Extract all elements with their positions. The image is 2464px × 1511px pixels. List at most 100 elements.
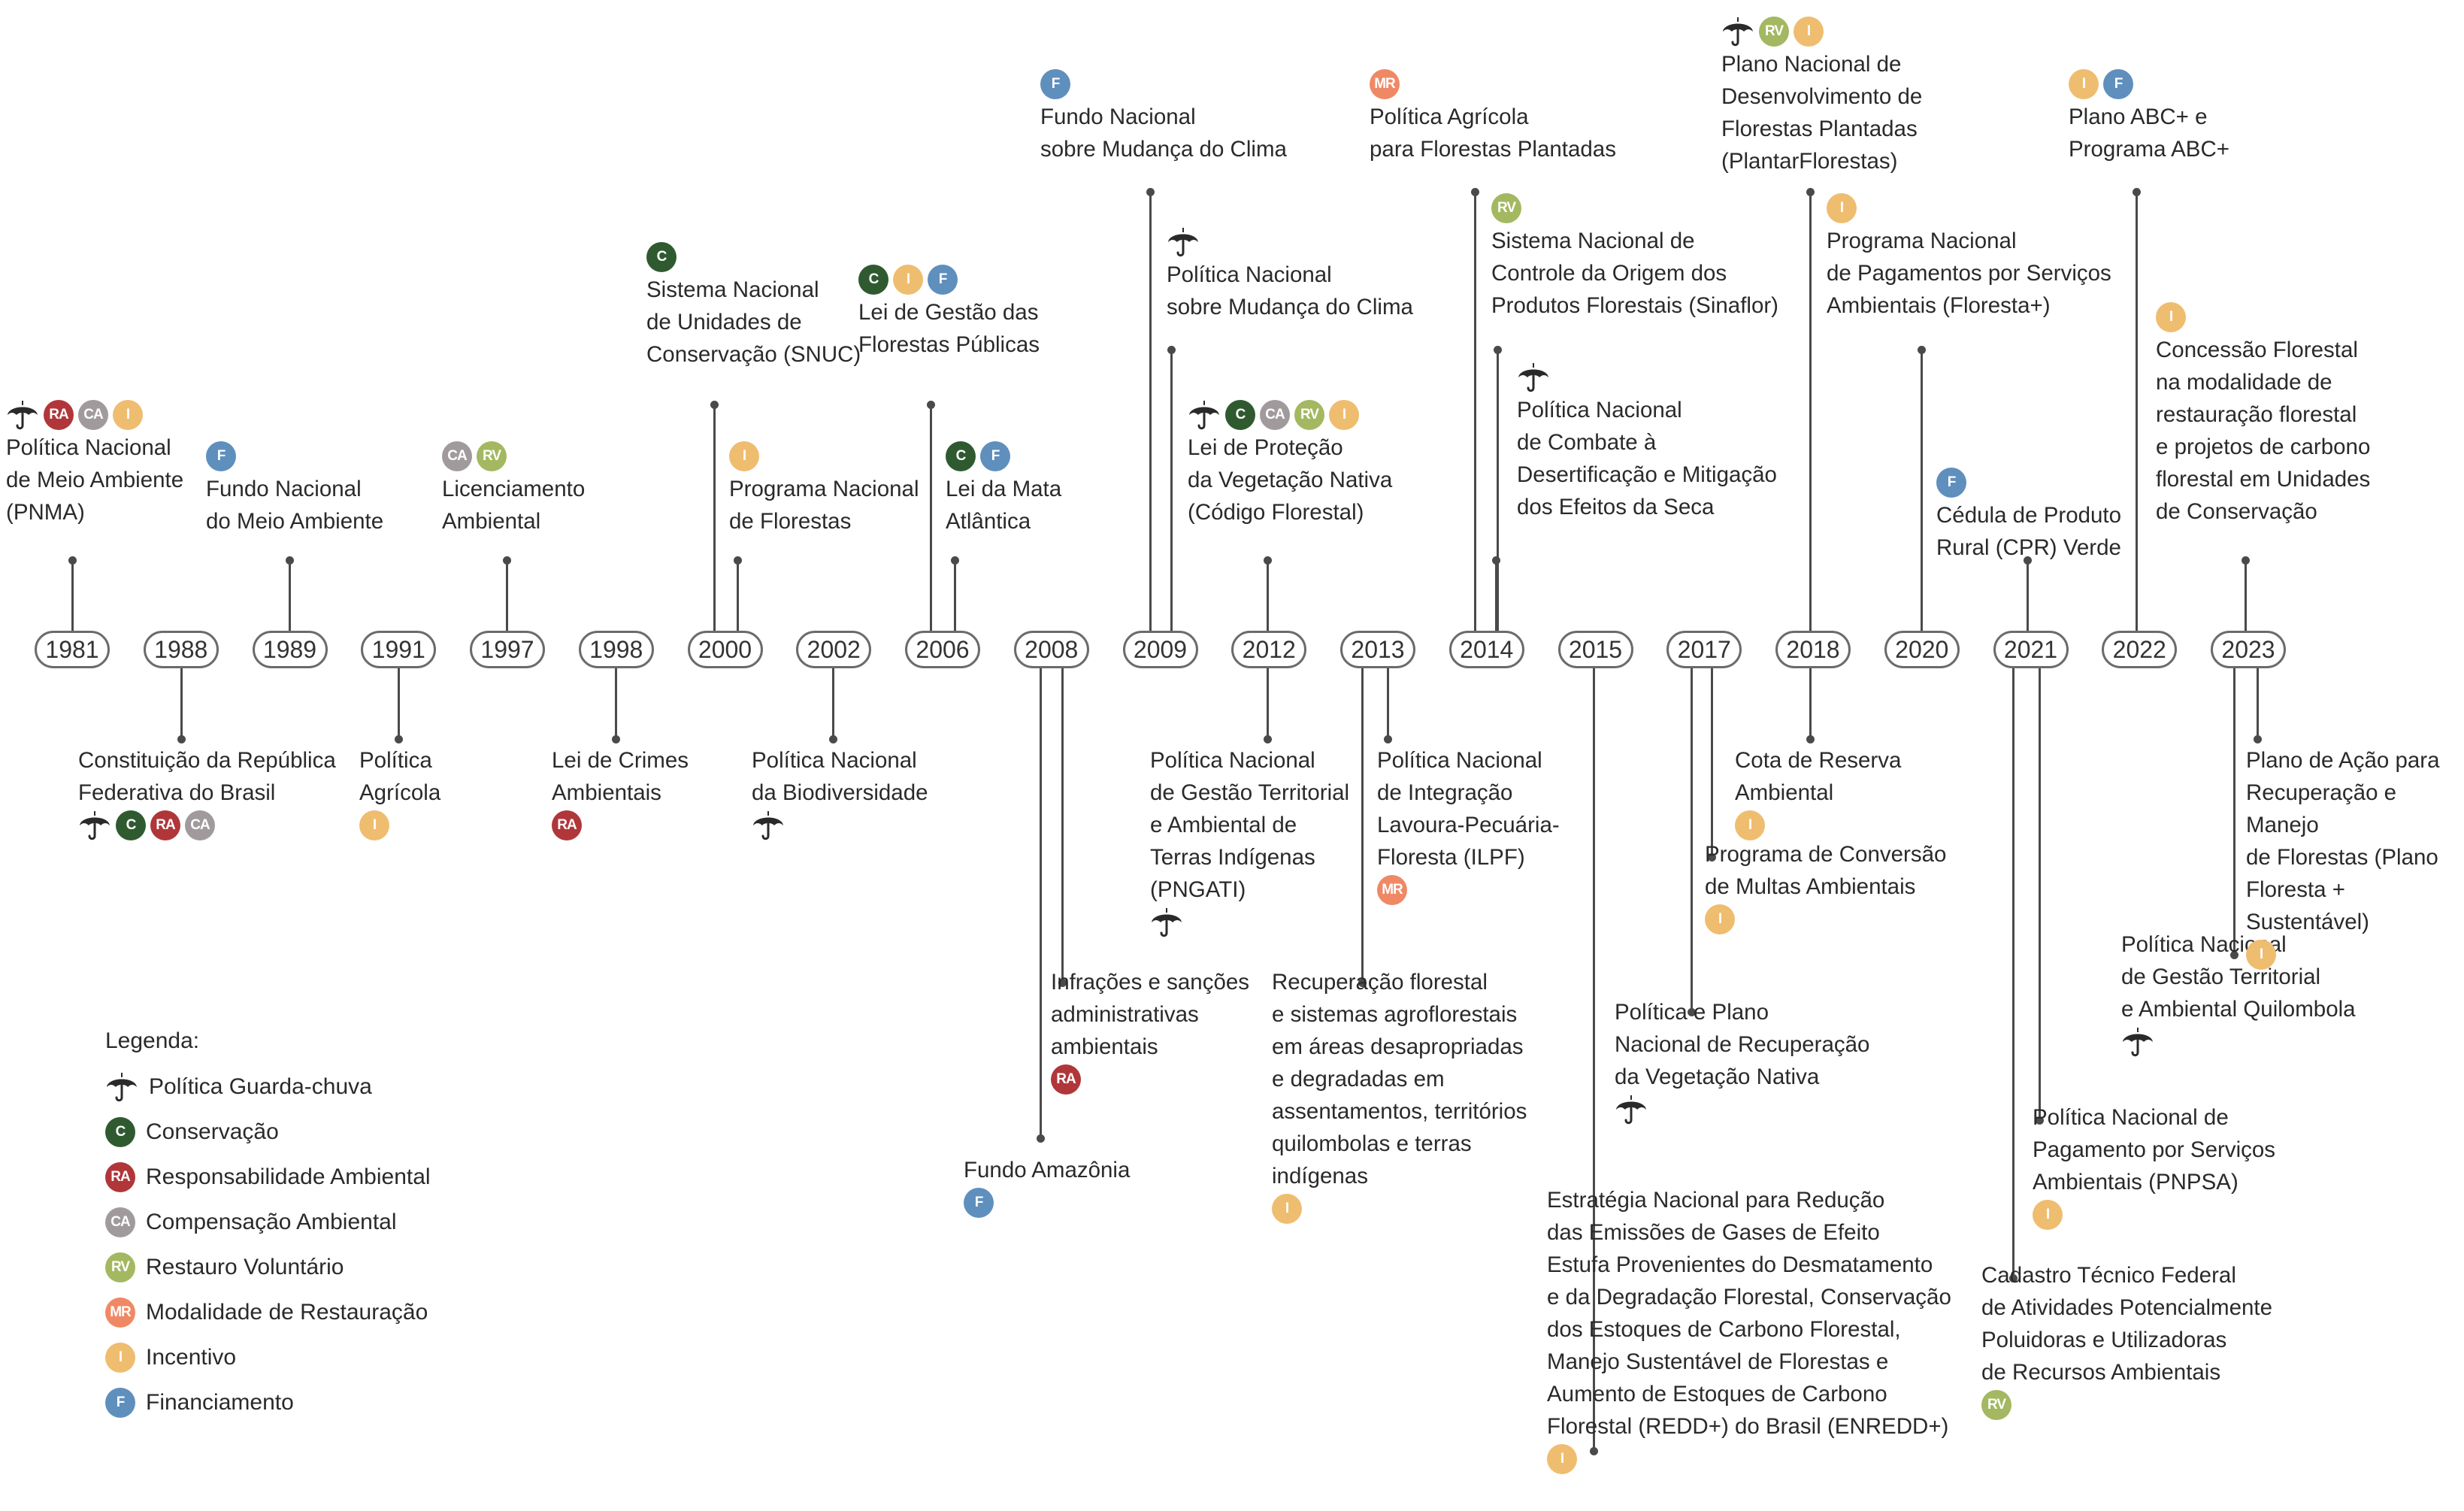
- connector-line: [1386, 667, 1389, 739]
- badge-rv: RV: [477, 441, 507, 471]
- connector-line: [505, 560, 508, 632]
- event-text: Fundo Amazônia: [964, 1158, 1131, 1182]
- legend-label: Incentivo: [146, 1345, 237, 1370]
- connector-line: [1039, 667, 1042, 1138]
- legend-label: Restauro Voluntário: [146, 1255, 344, 1279]
- badge-ra: RA: [1051, 1064, 1081, 1095]
- badge-i: I: [2246, 940, 2276, 970]
- event-text: Política Nacional da Biodiversidade: [752, 748, 928, 805]
- badge-ra: RA: [150, 810, 180, 840]
- year-pill-1981: 1981: [35, 631, 110, 668]
- badge-i: I: [1827, 193, 1857, 223]
- connector-dot: [611, 734, 620, 743]
- umbrella-icon: [1168, 228, 1198, 257]
- badge-i: I: [1272, 1194, 1302, 1224]
- event-badges: RA: [552, 809, 689, 842]
- event-text: Recuperação florestal e sistemas agroflo…: [1272, 970, 1527, 1189]
- connector-line: [1592, 667, 1595, 1451]
- event-badges: I: [2033, 1198, 2275, 1231]
- legend-label: Compensação Ambiental: [146, 1210, 397, 1234]
- connector-line: [1809, 192, 1812, 632]
- event-badges: MR: [1370, 68, 1616, 101]
- badge-i: I: [105, 1343, 135, 1373]
- year-pill-2009: 2009: [1122, 631, 1198, 668]
- connector-dot: [1167, 345, 1176, 354]
- badge-i: I: [1547, 1444, 1577, 1474]
- event-2013: Política Nacional de Integração Lavoura-…: [1377, 744, 1560, 907]
- year-pill-2014: 2014: [1448, 631, 1524, 668]
- badge-f: F: [980, 441, 1010, 471]
- connector-line: [1920, 350, 1923, 632]
- event-2008: Infrações e sanções administrativas ambi…: [1051, 966, 1249, 1096]
- year-pill-1998: 1998: [578, 631, 654, 668]
- legend-label: Modalidade de Restauração: [146, 1300, 428, 1325]
- event-badges: F: [1040, 68, 1287, 101]
- connector-dot: [2008, 1273, 2018, 1282]
- event-badges: F: [1936, 466, 2121, 499]
- year-pill-2008: 2008: [1013, 631, 1089, 668]
- event-text: Cota de Reserva Ambiental: [1735, 748, 1902, 805]
- umbrella-icon: [1723, 17, 1753, 47]
- connector-line: [1061, 667, 1064, 983]
- badge-rv: RV: [105, 1252, 135, 1282]
- event-text: Plano Nacional de Desenvolvimento de Flo…: [1721, 52, 1923, 174]
- connector-dot: [1036, 1134, 1045, 1143]
- year-pill-2023: 2023: [2211, 631, 2286, 668]
- event-badges: I: [729, 440, 919, 473]
- event-badges: RV: [1491, 192, 1778, 225]
- event-text: Política Nacional de Combate à Desertifi…: [1517, 398, 1777, 519]
- event-text: Lei de Crimes Ambientais: [552, 748, 689, 805]
- umbrella-icon: [8, 401, 38, 430]
- badge-i: I: [113, 400, 143, 430]
- event-1988: Constituição da República Federativa do …: [78, 744, 336, 842]
- badge-c: C: [105, 1117, 135, 1147]
- connector-dot: [2253, 734, 2262, 743]
- connector-dot: [68, 556, 77, 565]
- connector-line: [831, 667, 834, 739]
- badge-f: F: [105, 1388, 135, 1418]
- year-pill-2002: 2002: [796, 631, 872, 668]
- badge-i: I: [1794, 17, 1824, 47]
- badge-ra: RA: [44, 400, 74, 430]
- connector-dot: [1383, 734, 1392, 743]
- event-badges: [1167, 226, 1413, 259]
- badge-ra: RA: [552, 810, 582, 840]
- badge-ca: CA: [105, 1207, 135, 1237]
- event-text: Constituição da República Federativa do …: [78, 748, 336, 805]
- connector-line: [1494, 560, 1497, 632]
- umbrella-icon: [2123, 1028, 2153, 1057]
- connector-line: [2232, 667, 2235, 955]
- event-badges: I: [1735, 809, 1901, 842]
- event-text: Política Agrícola para Florestas Plantad…: [1370, 104, 1616, 162]
- connector-line: [614, 667, 617, 739]
- connector-dot: [1493, 345, 1502, 354]
- event-badges: I: [359, 809, 440, 842]
- connector-line: [71, 560, 74, 632]
- badge-c: C: [116, 810, 146, 840]
- event-text: Lei de Proteção da Vegetação Nativa (Cód…: [1188, 435, 1393, 525]
- umbrella-icon: [80, 811, 110, 840]
- event-badges: MR: [1377, 874, 1560, 907]
- connector-line: [2011, 667, 2014, 1278]
- connector-dot: [2035, 1116, 2044, 1125]
- event-text: Plano ABC+ e Programa ABC+: [2069, 104, 2229, 162]
- year-pill-2022: 2022: [2102, 631, 2178, 668]
- connector-dot: [394, 734, 403, 743]
- badge-i: I: [2156, 302, 2186, 332]
- year-pill-2020: 2020: [1884, 631, 1960, 668]
- badge-rv: RV: [1981, 1390, 2011, 1420]
